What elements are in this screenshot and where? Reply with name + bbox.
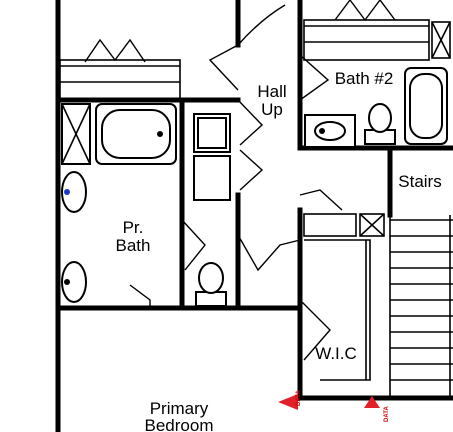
walls — [55, 0, 453, 432]
hall-label-line2: Up — [261, 100, 283, 119]
stairs-treads — [389, 215, 453, 396]
pr-bath-fixtures — [61, 103, 231, 307]
data-marker-1: DATA — [278, 390, 302, 410]
primary-bedroom-label-line2: Bedroom — [145, 416, 214, 432]
bifold-door-right[interactable] — [334, 0, 396, 22]
bifold-door-left[interactable] — [84, 38, 146, 63]
closet-shelves-left — [59, 59, 181, 101]
wic-label: W.I.C — [315, 344, 357, 363]
bath2-fixtures — [304, 67, 448, 148]
stairs-label: Stairs — [398, 172, 441, 191]
pr-bath-label-line1: Pr. — [123, 218, 144, 237]
primary-bedroom-label-line1: Primary — [150, 399, 209, 418]
wic-shelves — [303, 213, 385, 381]
hall-label-line1: Hall — [257, 82, 286, 101]
pr-bath-label-line2: Bath — [116, 236, 151, 255]
hall-doors[interactable] — [208, 4, 330, 272]
data-marker-2: DATA — [364, 396, 390, 422]
svg-text:DATA: DATA — [296, 390, 302, 406]
wic-door[interactable] — [299, 189, 343, 361]
closet-shelves-right — [303, 19, 451, 61]
pr-bath-doors[interactable] — [129, 219, 206, 308]
svg-text:DATA: DATA — [384, 406, 390, 422]
bath2-label: Bath #2 — [335, 69, 394, 88]
